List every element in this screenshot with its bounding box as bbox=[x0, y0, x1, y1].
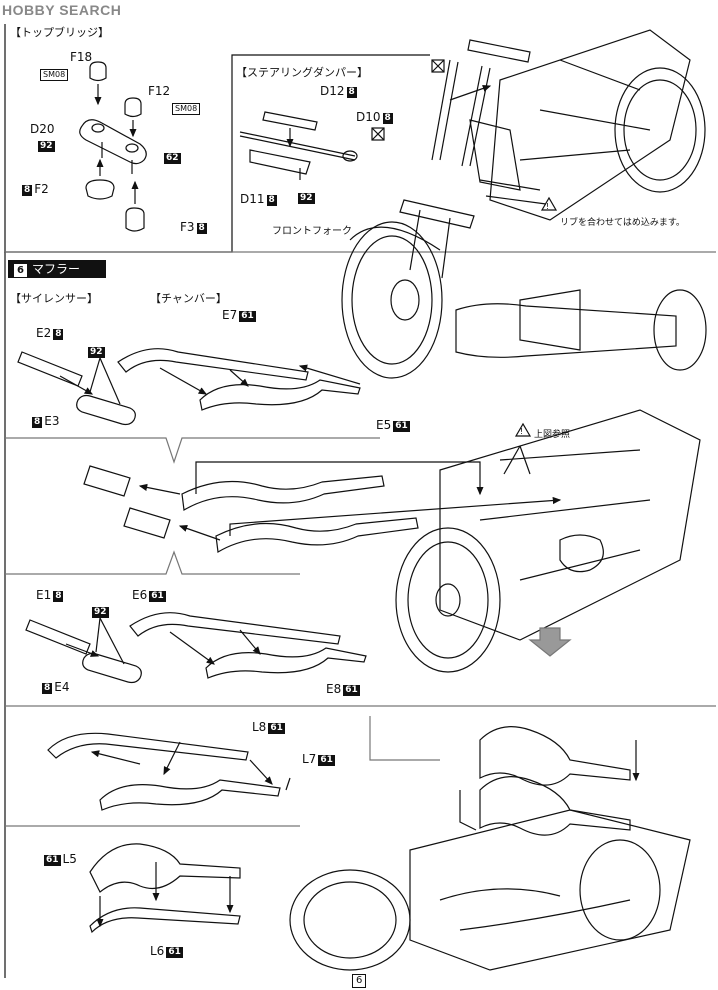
chamber-l8-l7-drawing bbox=[47, 732, 291, 811]
silencer-chamber-mid-drawing bbox=[83, 461, 562, 553]
divider-2 bbox=[5, 437, 380, 464]
label-f12-box: SM08 bbox=[172, 100, 201, 115]
refer-above-note: 上図参照 bbox=[534, 430, 571, 440]
warning-triangle-icon-2 bbox=[514, 422, 532, 437]
chamber-e7-e5-drawing bbox=[117, 348, 361, 411]
silencer-title: 【サイレンサー】 bbox=[10, 292, 98, 305]
label-f18: F18 bbox=[70, 50, 93, 64]
warning-mark-1: ! bbox=[546, 202, 549, 211]
bike-lower-assembly-drawing bbox=[289, 726, 691, 971]
label-92-badge-lower: 92 bbox=[92, 607, 109, 618]
f18-part-drawing bbox=[89, 61, 107, 106]
warning-triangle-icon-1 bbox=[540, 196, 558, 211]
d20-top-bridge-drawing bbox=[79, 119, 147, 174]
label-62-badge: 62 bbox=[164, 153, 181, 164]
label-92-badge-upper: 92 bbox=[88, 347, 105, 358]
caution-x-icon-2 bbox=[371, 127, 385, 141]
divider-3 bbox=[5, 550, 300, 575]
label-f18-box: SM08 bbox=[40, 66, 69, 81]
caution-x-icon-1 bbox=[431, 59, 445, 73]
bike-rear-top-view-drawing bbox=[455, 289, 707, 371]
chamber-title: 【チャンバー】 bbox=[150, 292, 227, 305]
down-arrow-icon bbox=[528, 627, 572, 657]
label-d20: D20 bbox=[30, 122, 55, 136]
steering-damper-drawing bbox=[239, 111, 358, 180]
f12-part-drawing bbox=[124, 97, 142, 138]
warning-mark-2: ! bbox=[520, 427, 523, 436]
watermark-logo: HOBBY SEARCH bbox=[2, 2, 122, 18]
chamber-e6-e8-drawing bbox=[129, 612, 367, 679]
f2-part-drawing bbox=[85, 158, 115, 200]
top-bridge-frame bbox=[4, 24, 430, 253]
silencer-e1-e4-drawing bbox=[25, 617, 142, 684]
f3-part-drawing bbox=[125, 180, 145, 232]
steering-damper-title: 【ステアリングダンパー】 bbox=[236, 66, 368, 79]
chamber-l5-l6-drawing bbox=[89, 843, 241, 934]
bike-frame-top-drawing bbox=[449, 29, 706, 221]
silencer-e2-e3-drawing bbox=[17, 351, 136, 426]
front-fork-drawing bbox=[341, 39, 531, 379]
top-bridge-title: 【トップブリッジ】 bbox=[10, 26, 109, 39]
label-front-fork: フロントフォーク bbox=[272, 226, 352, 237]
rib-alignment-note: リブを合わせてはめ込みます。 bbox=[560, 218, 685, 228]
divider-6 bbox=[369, 716, 440, 761]
label-d20-badge: 92 bbox=[38, 141, 55, 152]
label-f12: F12 bbox=[148, 84, 171, 98]
label-92-badge-damper: 92 bbox=[298, 193, 315, 204]
bike-frame-mid-drawing bbox=[395, 409, 701, 673]
page-number: 6 bbox=[352, 974, 367, 988]
